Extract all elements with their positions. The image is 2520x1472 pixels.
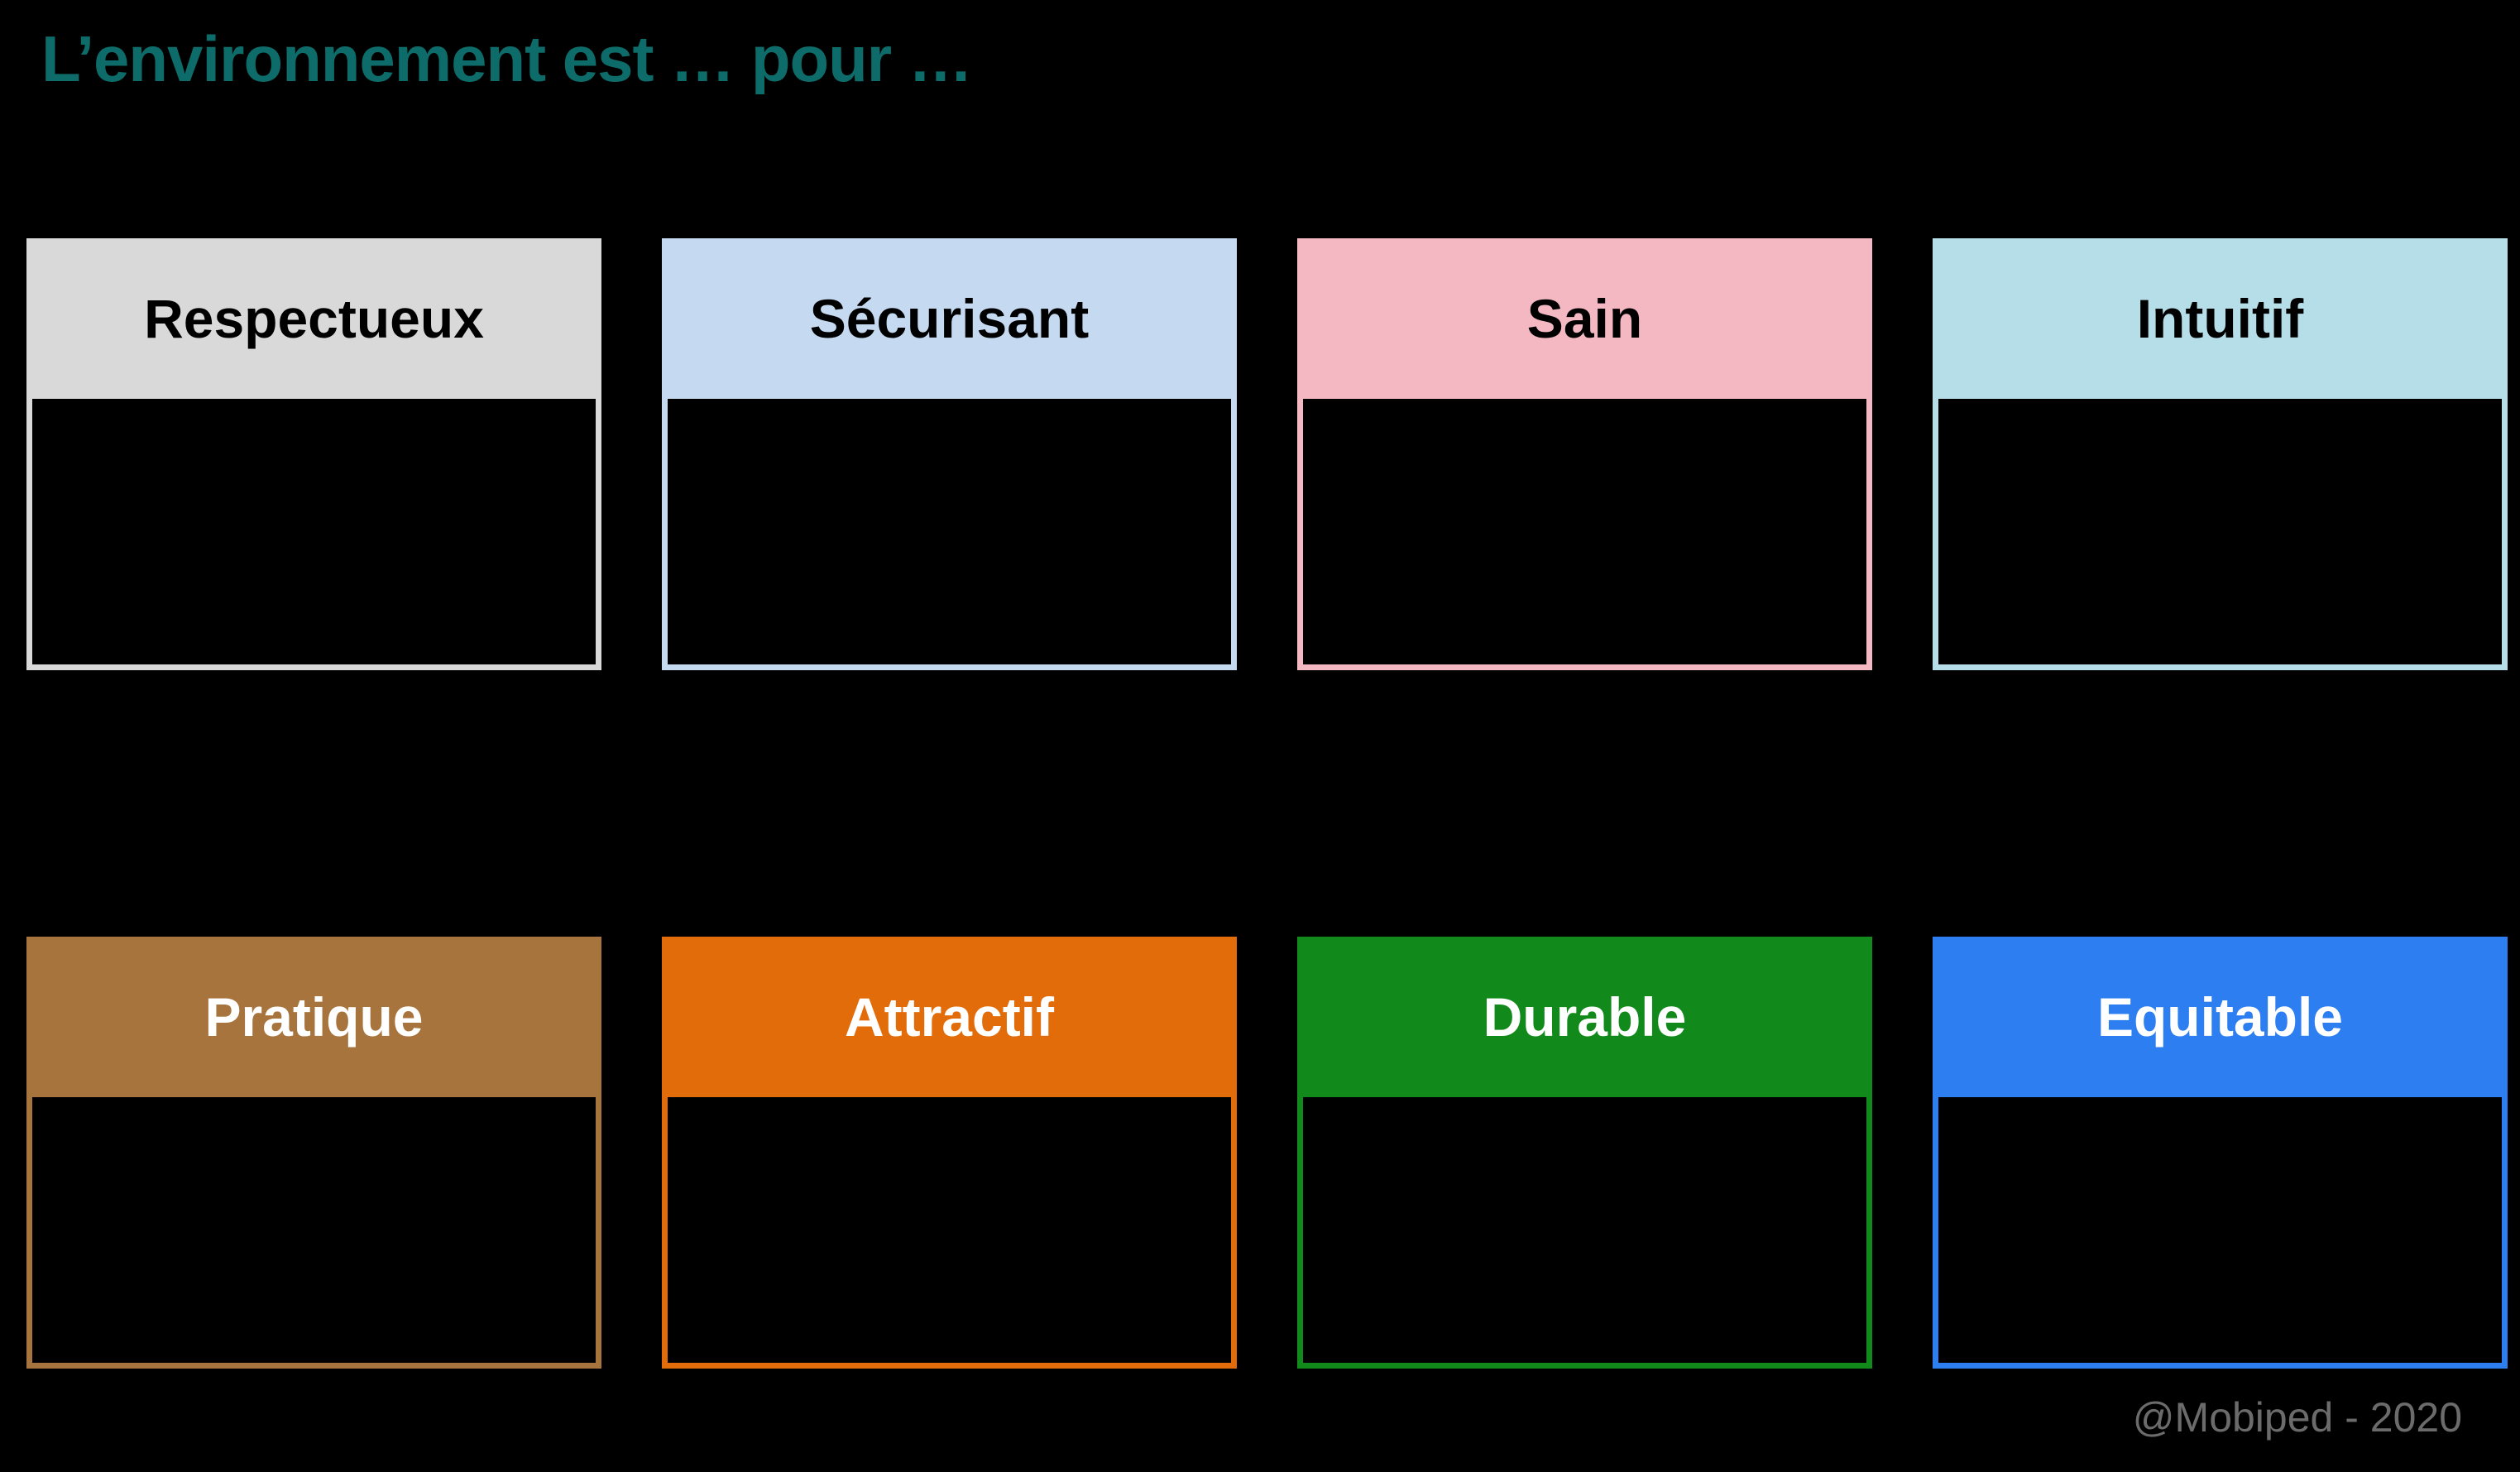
card-header: Sécurisant bbox=[662, 238, 1237, 399]
card-body bbox=[1933, 1097, 2508, 1369]
card-equitable: Equitable bbox=[1933, 937, 2508, 1369]
card-intuitif: Intuitif bbox=[1933, 238, 2508, 670]
card-label: Intuitif bbox=[2136, 288, 2304, 349]
card-body bbox=[26, 399, 601, 670]
card-label: Respectueux bbox=[144, 288, 484, 349]
card-label: Durable bbox=[1483, 986, 1687, 1048]
card-header: Pratique bbox=[26, 937, 601, 1097]
credit-text: @Mobiped - 2020 bbox=[2132, 1394, 2462, 1441]
card-header: Intuitif bbox=[1933, 238, 2508, 399]
card-header: Equitable bbox=[1933, 937, 2508, 1097]
card-body bbox=[26, 1097, 601, 1369]
cards-row-top: Respectueux Sécurisant Sain Intuitif bbox=[26, 238, 2508, 670]
card-body bbox=[1297, 1097, 1872, 1369]
card-pratique: Pratique bbox=[26, 937, 601, 1369]
card-header: Sain bbox=[1297, 238, 1872, 399]
card-label: Sain bbox=[1526, 288, 1643, 349]
card-body bbox=[1933, 399, 2508, 670]
card-respectueux: Respectueux bbox=[26, 238, 601, 670]
card-header: Respectueux bbox=[26, 238, 601, 399]
card-securisant: Sécurisant bbox=[662, 238, 1237, 670]
card-body bbox=[662, 399, 1237, 670]
card-label: Equitable bbox=[2096, 986, 2344, 1048]
card-label: Attractif bbox=[844, 986, 1054, 1048]
card-header: Durable bbox=[1297, 937, 1872, 1097]
card-durable: Durable bbox=[1297, 937, 1872, 1369]
card-header: Attractif bbox=[662, 937, 1237, 1097]
card-body bbox=[662, 1097, 1237, 1369]
card-body bbox=[1297, 399, 1872, 670]
cards-row-bottom: Pratique Attractif Durable Equitable bbox=[26, 937, 2508, 1369]
card-label: Pratique bbox=[204, 986, 424, 1048]
card-sain: Sain bbox=[1297, 238, 1872, 670]
card-attractif: Attractif bbox=[662, 937, 1237, 1369]
page-title: L’environnement est … pour … bbox=[41, 22, 973, 95]
card-label: Sécurisant bbox=[809, 288, 1090, 349]
